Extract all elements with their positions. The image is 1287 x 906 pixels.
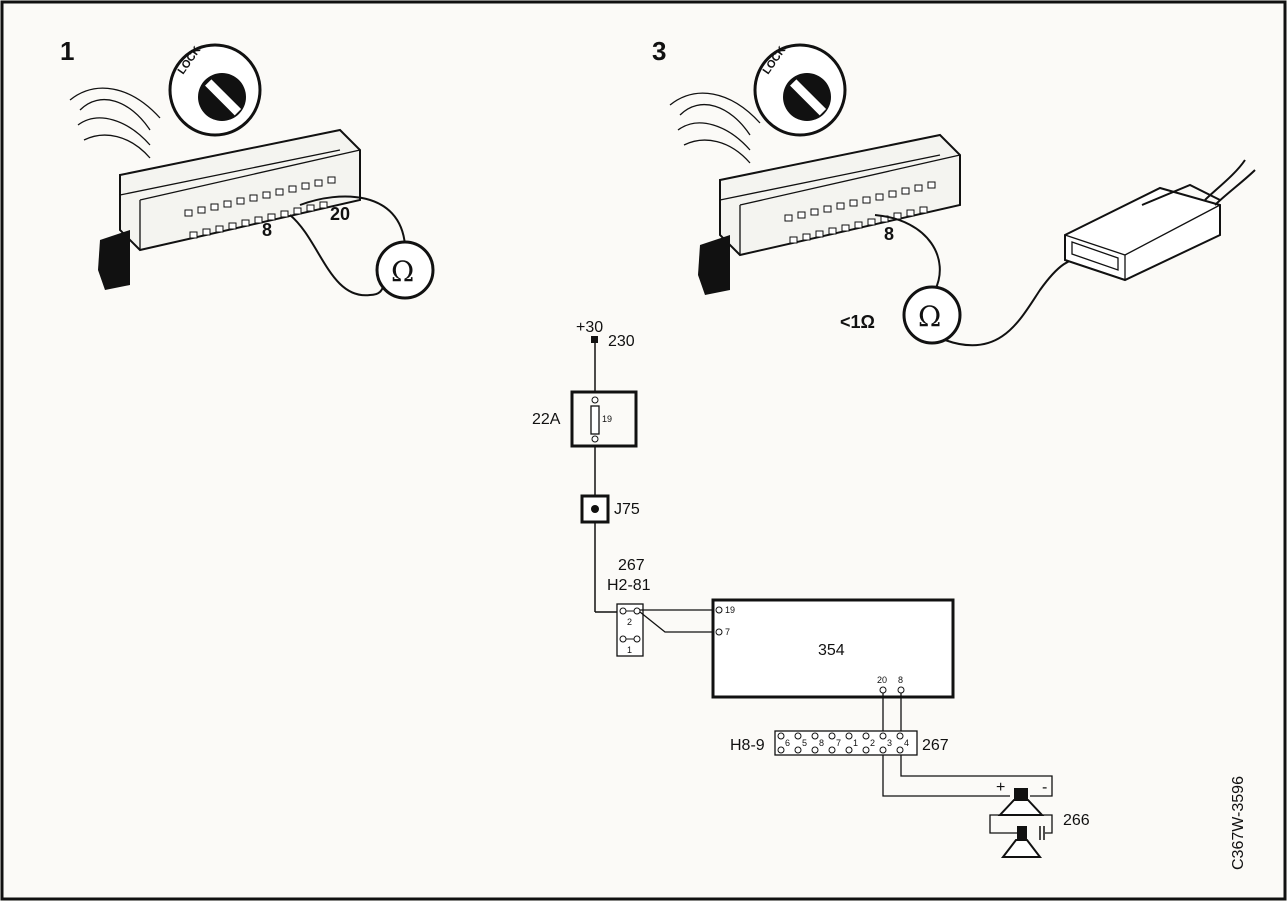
h8-9-pin-top [777, 732, 785, 740]
supply-terminal-label: +30 [576, 319, 603, 336]
h8-9-pin-top [811, 732, 819, 740]
lock-icon: LOCK [168, 43, 262, 137]
h8-9-pin-label: 6 [785, 738, 790, 748]
connector-bottom-code: 267 [922, 737, 949, 754]
ohmmeter-icon: Ω [902, 285, 962, 345]
h8-9-pin-bottom [845, 746, 853, 754]
h8-9-pin-bottom [862, 746, 870, 754]
h8-9-pin-label: 3 [887, 738, 892, 748]
unit-name: 354 [818, 642, 845, 659]
h8-9-pin-bottom [896, 746, 904, 754]
panel-1-number: 1 [60, 36, 74, 66]
panel-3: 3 LOCK 8 [652, 36, 1256, 347]
junction-icon [580, 494, 610, 524]
unit-pin-19: 19 [725, 605, 735, 615]
h8-9-pin-top [896, 732, 904, 740]
h8-9-pin-top [845, 732, 853, 740]
h8-9-pin-bottom [794, 746, 802, 754]
connector-h8-9: 6 5 8 7 1 2 3 4 [774, 730, 918, 756]
fuse-icon [590, 405, 600, 435]
speaker-plus: + [996, 779, 1005, 796]
ohmmeter-symbol: Ω [918, 300, 941, 333]
unit-pin-20: 20 [877, 675, 887, 685]
h8-9-pin-top [794, 732, 802, 740]
wiring-schematic: +30 230 19 22A J75 267 H2-81 [532, 319, 1090, 858]
unit-pin-7: 7 [725, 627, 730, 637]
panel-3-number: 3 [652, 36, 666, 66]
supply-terminal [591, 336, 598, 343]
h8-9-pin-top [862, 732, 870, 740]
connector-icon [669, 92, 961, 295]
fuse-box-label: 22A [532, 411, 561, 428]
junction-label: J75 [614, 501, 640, 518]
unit-pin-8: 8 [898, 675, 903, 685]
h8-9-pin-bottom [777, 746, 785, 754]
fuse-box: 19 [570, 390, 638, 448]
h8-9-pin-label: 5 [802, 738, 807, 748]
fuse-number: 19 [602, 414, 612, 424]
connector-bottom-name: H8-9 [730, 737, 765, 754]
connector-h2-81: 2 1 [616, 603, 644, 657]
connector-top-pin-1: 1 [627, 645, 632, 655]
connector-top-pin-2: 2 [627, 617, 632, 627]
h8-9-pin-label: 7 [836, 738, 841, 748]
h8-9-pin-label: 2 [870, 738, 875, 748]
connector-top-code: 267 [618, 557, 645, 574]
pin-20-label: 20 [330, 204, 350, 224]
supply-wire-label: 230 [608, 333, 635, 350]
ohmmeter-icon: Ω [375, 240, 435, 300]
h8-9-pin-label: 8 [819, 738, 824, 748]
speaker-icon [989, 788, 1053, 858]
h8-9-pin-bottom [811, 746, 819, 754]
pin-8-label: 8 [262, 220, 272, 240]
speaker-plug-icon [1064, 159, 1256, 282]
figure-code: C367W-3596 [1230, 776, 1247, 870]
ohmmeter-symbol: Ω [391, 255, 414, 288]
speaker-code: 266 [1063, 812, 1090, 829]
speaker-minus: - [1042, 779, 1047, 796]
resistance-reading: <1Ω [840, 312, 875, 332]
h8-9-pin-bottom [879, 746, 887, 754]
unit-354: 19 7 354 20 8 [711, 598, 955, 699]
lock-icon: LOCK [753, 43, 847, 137]
h8-9-pin-top [828, 732, 836, 740]
panel-1: 1 LOCK 20 8 [60, 36, 435, 300]
h8-9-pin-label: 1 [853, 738, 858, 748]
h8-9-pin-bottom [828, 746, 836, 754]
pin-8-label: 8 [884, 224, 894, 244]
connector-top-name: H2-81 [607, 577, 651, 594]
h8-9-pin-top [879, 732, 887, 740]
h8-9-pin-label: 4 [904, 738, 909, 748]
connector-icon [69, 87, 361, 290]
